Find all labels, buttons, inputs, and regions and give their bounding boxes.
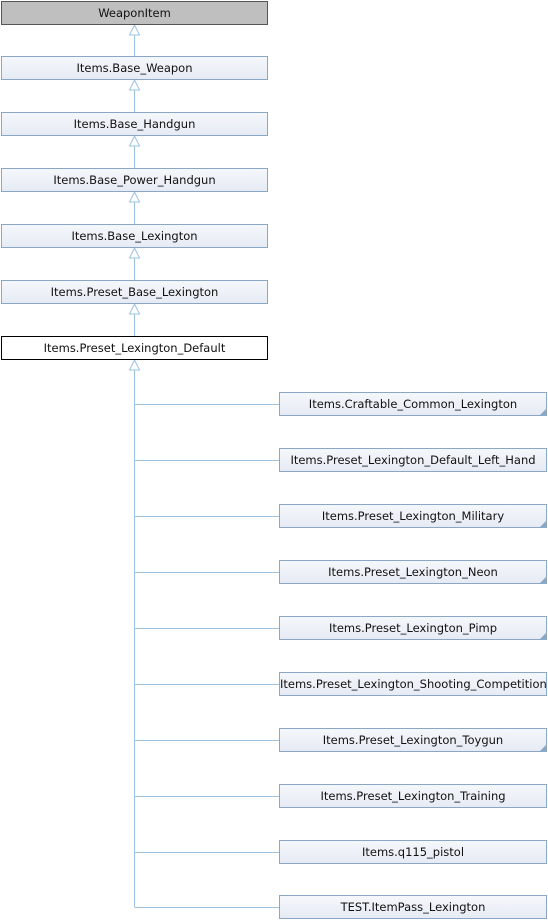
inheritance-arrow [128, 358, 141, 371]
node-preset-lexington-default: Items.Preset_Lexington_Default [1, 336, 268, 360]
more-children-marker-icon [540, 577, 546, 583]
node-label: Items.Preset_Lexington_Military [321, 509, 505, 523]
node-base-weapon[interactable]: Items.Base_Weapon [1, 56, 268, 80]
more-children-marker-icon [540, 633, 546, 639]
node-preset-lexington-neon[interactable]: Items.Preset_Lexington_Neon [279, 560, 547, 584]
node-craftable-common-lexington[interactable]: Items.Craftable_Common_Lexington [279, 392, 547, 416]
node-label: Items.Base_Power_Handgun [53, 173, 216, 187]
node-label: Items.Preset_Base_Lexington [50, 285, 219, 299]
node-label: Items.Preset_Lexington_Default_Left_Hand [290, 453, 536, 467]
node-test-itempass-lexington[interactable]: TEST.ItemPass_Lexington [279, 895, 547, 919]
inheritance-arrow [128, 246, 141, 259]
node-label: Items.Preset_Lexington_Pimp [328, 621, 498, 635]
node-weaponitem: WeaponItem [1, 1, 268, 25]
node-label: Items.Base_Handgun [73, 117, 196, 131]
node-label: Items.Base_Lexington [71, 229, 198, 243]
inheritance-arrow [128, 23, 141, 36]
more-children-marker-icon [540, 521, 546, 527]
node-preset-lexington-shooting-competition[interactable]: Items.Preset_Lexington_Shooting_Competit… [279, 672, 547, 696]
node-preset-lexington-default-left-hand[interactable]: Items.Preset_Lexington_Default_Left_Hand [279, 448, 547, 472]
node-label: Items.Craftable_Common_Lexington [308, 397, 518, 411]
inheritance-arrow [128, 190, 141, 203]
node-label: Items.Preset_Lexington_Shooting_Competit… [280, 677, 547, 691]
node-label: WeaponItem [98, 6, 171, 20]
node-q115-pistol[interactable]: Items.q115_pistol [279, 840, 547, 864]
node-label: Items.Base_Weapon [76, 61, 193, 75]
node-label: Items.Preset_Lexington_Neon [328, 565, 498, 579]
node-base-lexington[interactable]: Items.Base_Lexington [1, 224, 268, 248]
node-preset-lexington-military[interactable]: Items.Preset_Lexington_Military [279, 504, 547, 528]
inheritance-arrow [128, 302, 141, 315]
inheritance-arrow [128, 134, 141, 147]
inheritance-arrow [128, 78, 141, 91]
node-base-handgun[interactable]: Items.Base_Handgun [1, 112, 268, 136]
node-label: TEST.ItemPass_Lexington [340, 900, 486, 914]
node-preset-base-lexington[interactable]: Items.Preset_Base_Lexington [1, 280, 268, 304]
node-preset-lexington-training[interactable]: Items.Preset_Lexington_Training [279, 784, 547, 808]
more-children-marker-icon [540, 745, 546, 751]
more-children-marker-icon [540, 409, 546, 415]
node-label: Items.Preset_Lexington_Training [320, 789, 506, 803]
node-preset-lexington-toygun[interactable]: Items.Preset_Lexington_Toygun [279, 728, 547, 752]
node-label: Items.q115_pistol [361, 845, 465, 859]
node-label: Items.Preset_Lexington_Toygun [322, 733, 504, 747]
node-base-power-handgun[interactable]: Items.Base_Power_Handgun [1, 168, 268, 192]
node-preset-lexington-pimp[interactable]: Items.Preset_Lexington_Pimp [279, 616, 547, 640]
node-label: Items.Preset_Lexington_Default [43, 341, 226, 355]
